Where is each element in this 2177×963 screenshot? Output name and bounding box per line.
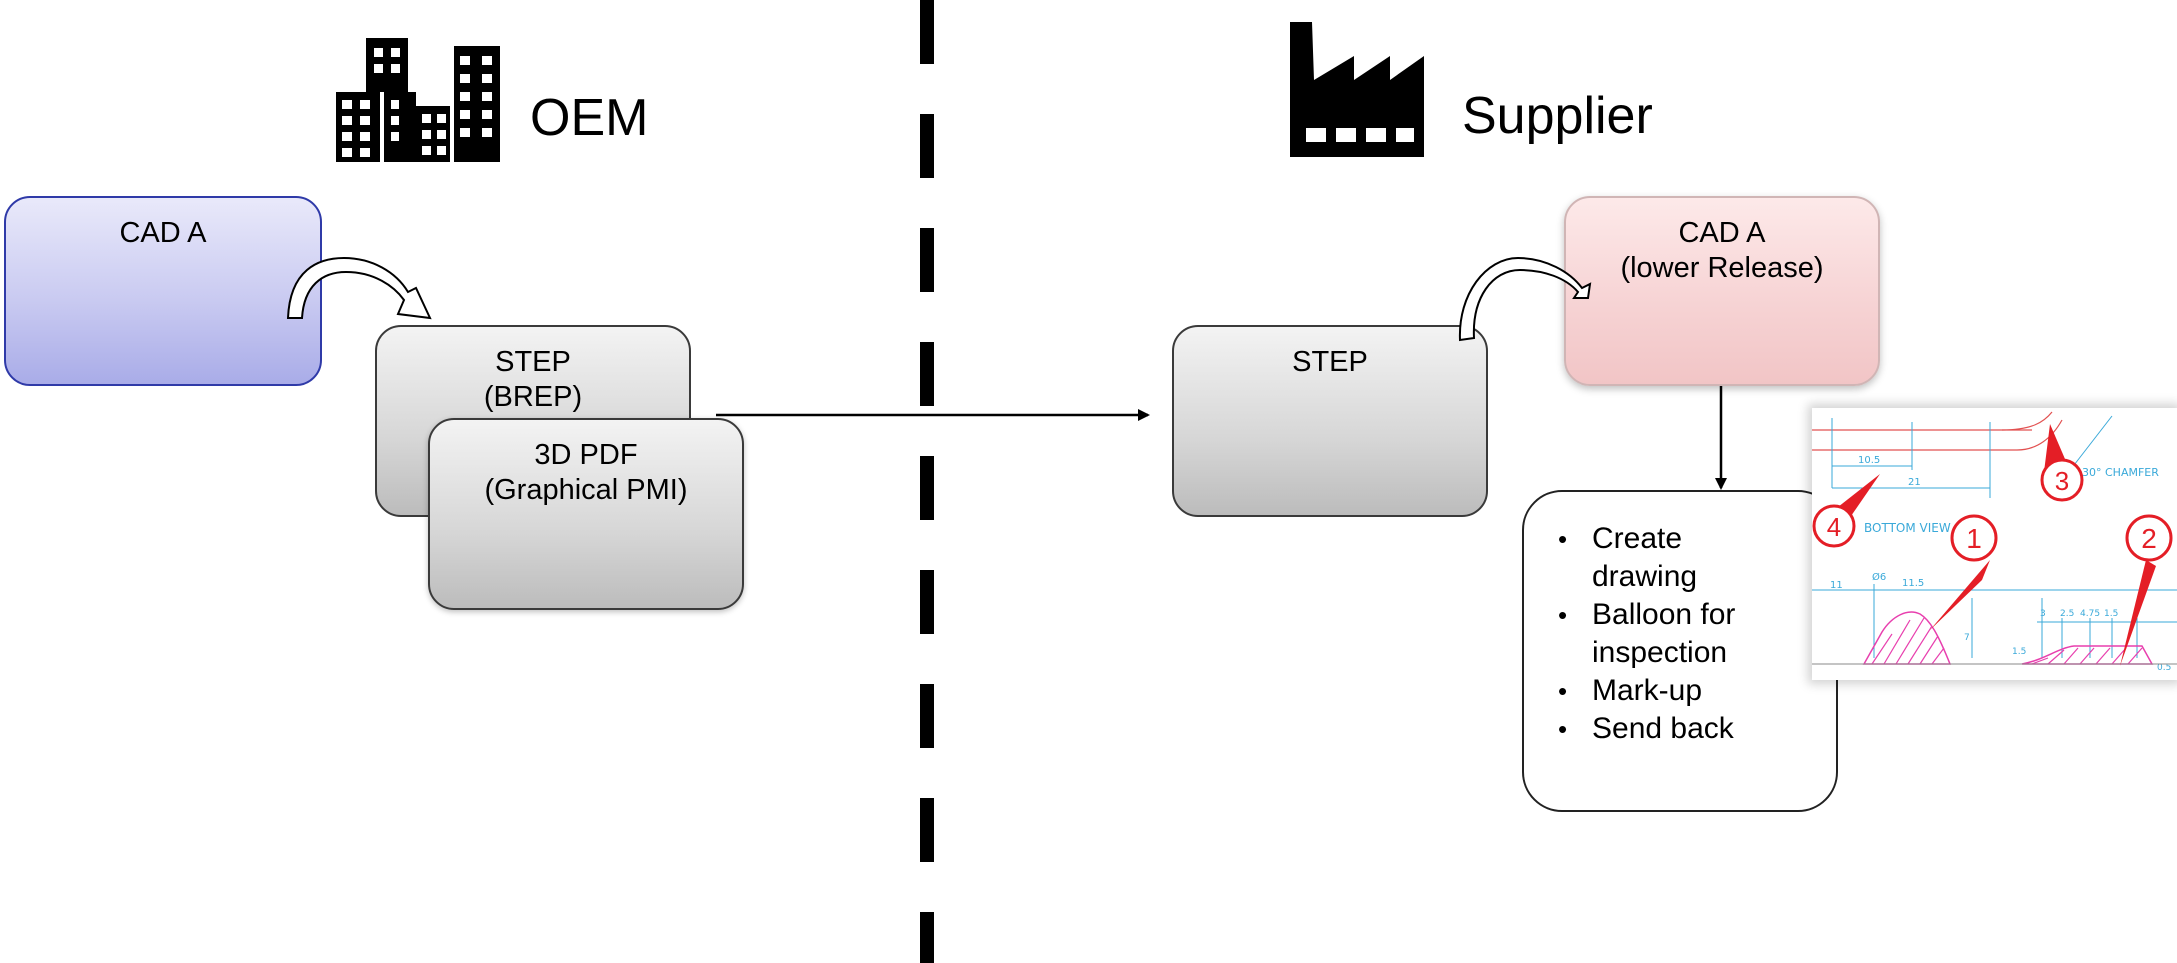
cad-a-lower-release-box: CAD A (lower Release) bbox=[1564, 196, 1880, 386]
drawing-dimension: 10.5 bbox=[1858, 455, 1880, 466]
cad-a-lower-sublabel: (lower Release) bbox=[1620, 252, 1824, 284]
drawing-dimension: 21 bbox=[1908, 477, 1921, 488]
drawing-canvas: 10.5 21 30° CHAMFER BOTTOM VIEW Ø6 11.5 … bbox=[1812, 411, 2177, 673]
drawing-dimension: 1.5 bbox=[2012, 647, 2026, 657]
drawing-label-chamfer: 30° CHAMFER bbox=[2082, 466, 2159, 479]
curved-arrow-icon bbox=[286, 256, 432, 320]
balloon-number: 4 bbox=[1827, 512, 1841, 542]
task-item: Send back bbox=[1554, 710, 1764, 748]
balloon-number: 3 bbox=[2055, 466, 2069, 496]
task-item: Create drawing bbox=[1554, 520, 1764, 596]
pdf-3d-label: 3D PDF bbox=[534, 439, 638, 471]
step-supplier-label: STEP bbox=[1292, 346, 1368, 378]
drawing-label-bottom-view: BOTTOM VIEW bbox=[1864, 521, 1951, 535]
cad-a-label: CAD A bbox=[119, 217, 207, 249]
step-brep-sublabel: (BREP) bbox=[483, 381, 583, 413]
drawing-dimension: 0.5 bbox=[2157, 663, 2171, 673]
marked-up-drawing: 10.5 21 30° CHAMFER BOTTOM VIEW Ø6 11.5 … bbox=[1812, 408, 2177, 680]
drawing-dimension: 1.5 bbox=[2104, 609, 2118, 619]
balloon-number: 2 bbox=[2141, 523, 2157, 554]
curved-arrow-icon bbox=[1458, 256, 1592, 342]
pdf-3d-sublabel: (Graphical PMI) bbox=[484, 474, 688, 506]
step-brep-label: STEP bbox=[495, 346, 571, 378]
supplier-tasks-box: Create drawing Balloon for inspection Ma… bbox=[1522, 490, 1838, 812]
supplier-heading: Supplier bbox=[1462, 87, 1653, 145]
task-list: Create drawing Balloon for inspection Ma… bbox=[1554, 520, 1764, 748]
task-item: Mark-up bbox=[1554, 672, 1764, 710]
drawing-dimension: 11.5 bbox=[1902, 578, 1924, 589]
cad-a-lower-label: CAD A bbox=[1678, 217, 1766, 249]
office-buildings-icon bbox=[336, 38, 500, 162]
pdf-3d-box: 3D PDF (Graphical PMI) bbox=[428, 418, 744, 610]
drawing-dimension: 4.75 bbox=[2080, 609, 2100, 619]
drawing-dimension: 3 bbox=[2040, 609, 2046, 619]
drawing-dimension: 2.5 bbox=[2060, 609, 2074, 619]
balloon-number: 1 bbox=[1966, 523, 1982, 554]
oem-heading: OEM bbox=[530, 89, 649, 147]
drawing-dimension: 11 bbox=[1830, 580, 1843, 591]
inspection-balloons: 1 2 3 4 bbox=[1812, 424, 2173, 666]
step-supplier-box: STEP bbox=[1172, 325, 1488, 517]
drawing-dimension: 7 bbox=[1964, 633, 1970, 643]
divider-dashed-line bbox=[920, 0, 934, 963]
factory-icon bbox=[1290, 22, 1424, 157]
cad-a-box: CAD A bbox=[4, 196, 322, 386]
drawing-dimension: Ø6 bbox=[1872, 571, 1886, 583]
task-item: Balloon for inspection bbox=[1554, 596, 1764, 672]
